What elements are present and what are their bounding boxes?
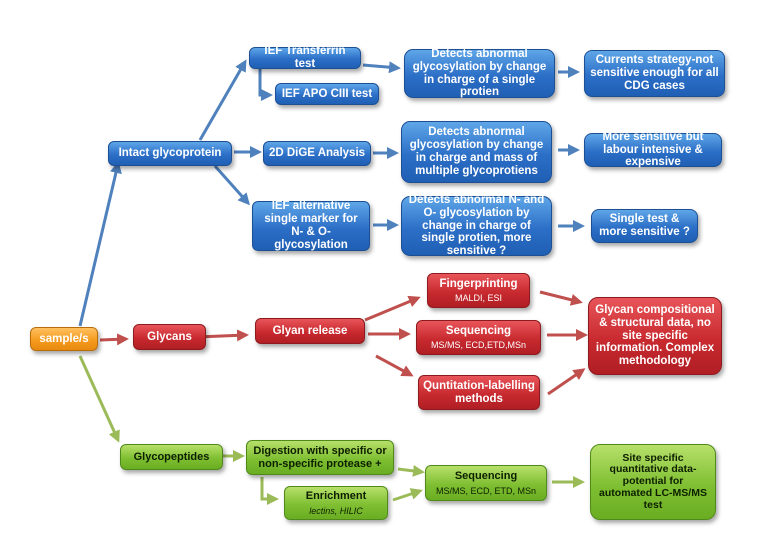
sequencing-glycopeptide-label: Sequencing [454, 470, 518, 483]
arrow-release-to-quant [375, 354, 414, 377]
arrow-digestion-to-sequencing [397, 464, 425, 477]
sequencing-glycopeptide-methods: MS/MS, ECD, ETD, MSn [435, 485, 536, 496]
arrow-sample-to-glycans [99, 333, 129, 346]
sequencing-glycopeptide-node: Sequencing MS/MS, ECD, ETD, MSn [425, 465, 547, 501]
ief-transferrin-label: IEF Transferrin test [264, 45, 346, 70]
ief-transferrin-node: IEF Transferrin test [249, 45, 361, 70]
glycan-release-label: Glyan release [272, 324, 348, 337]
arrow-digestion-to-enrichment [260, 477, 279, 505]
intact-glycoprotein-node: Intact glycoprotein [108, 141, 232, 166]
arrow-quant-to-result [547, 368, 586, 396]
ief-alternative-node: IEF alternative single marker for N- & O… [252, 200, 370, 251]
outcome-more-sensitive: More sensitive but labour intensive & ex… [584, 130, 722, 169]
fingerprinting-label: Fingerprinting [439, 277, 518, 290]
arrow-release-to-fingerprinting [364, 295, 421, 322]
glycan-result-label: Glycan compositional & structural data, … [595, 303, 715, 368]
detect-single-protein-label: Detects abnormal glycosylation by change… [412, 47, 547, 99]
glycopeptides-label: Glycopeptides [133, 450, 210, 463]
glycan-result-node: Glycan compositional & structural data, … [588, 297, 722, 375]
arrow-intact-to-transferrin [198, 59, 247, 141]
arrow-enrichment-to-sequencing [392, 488, 423, 502]
detect-multiple-label: Detects abnormal glycosylation by change… [409, 126, 544, 177]
glycans-node: Glycans [133, 324, 206, 350]
arrow-sample-to-glycopeptides [78, 355, 120, 443]
sample-label: sample/s [39, 332, 89, 345]
glycan-release-node: Glyan release [255, 318, 365, 344]
detect-n-o-node: Detects abnormal N- and O- glycosylation… [401, 193, 552, 258]
detect-n-o-label: Detects abnormal N- and O- glycosylation… [408, 193, 545, 258]
sequencing-glycan-node: Sequencing MS/MS, ECD,ETD,MSn [416, 320, 541, 355]
outcome-single-test: Single test & more sensitive ? [591, 209, 698, 243]
outcome-more-sensitive-label: More sensitive but labour intensive & ex… [602, 130, 704, 169]
intact-glycoprotein-label: Intact glycoprotein [118, 147, 222, 160]
outcome-current-strategy-label: Currents strategy-not sensitive enough f… [590, 54, 719, 92]
detect-multiple-node: Detects abnormal glycosylation by change… [401, 121, 552, 183]
fingerprinting-methods: MALDI, ESI [454, 293, 502, 304]
detect-single-protein-node: Detects abnormal glycosylation by change… [404, 47, 555, 99]
digestion-label: Digestion with specific or non-specific … [253, 445, 387, 470]
arrow-fingerprinting-to-result [539, 290, 583, 306]
site-specific-label: Site specific quantitative data-potentia… [599, 451, 707, 511]
outcome-current-strategy: Currents strategy-not sensitive enough f… [584, 50, 725, 97]
ief-apo-node: IEF APO CIII test [275, 83, 379, 105]
arrow-intact-to-iefalt [213, 165, 250, 206]
outcome-single-test-label: Single test & more sensitive ? [599, 213, 690, 238]
glycans-label: Glycans [147, 330, 192, 343]
quantitation-label: Quntitation-labelling methods [423, 379, 535, 405]
enrichment-methods: lectins, HILIC [309, 505, 363, 516]
glycopeptides-node: Glycopeptides [120, 444, 223, 470]
sample-node: sample/s [30, 327, 98, 351]
dige-label: 2D DiGE Analysis [268, 147, 366, 160]
fingerprinting-node: Fingerprinting MALDI, ESI [427, 273, 530, 308]
ief-alternative-label: IEF alternative single marker for N- & O… [264, 200, 358, 251]
enrichment-label: Enrichment [305, 490, 367, 503]
sequencing-glycan-label: Sequencing [445, 324, 512, 337]
quantitation-node: Quntitation-labelling methods [418, 375, 540, 410]
arrow-sample-to-intact [78, 161, 122, 327]
digestion-node: Digestion with specific or non-specific … [246, 440, 394, 475]
arrow-transferrin-to-detect1 [362, 61, 401, 74]
site-specific-node: Site specific quantitative data-potentia… [590, 444, 716, 520]
ief-apo-label: IEF APO CIII test [281, 87, 373, 100]
sequencing-glycan-methods: MS/MS, ECD,ETD,MSn [430, 340, 526, 351]
enrichment-node: Enrichment lectins, HILIC [284, 486, 388, 520]
dige-node: 2D DiGE Analysis [263, 141, 371, 166]
arrow-intact-to-apo [258, 67, 273, 101]
